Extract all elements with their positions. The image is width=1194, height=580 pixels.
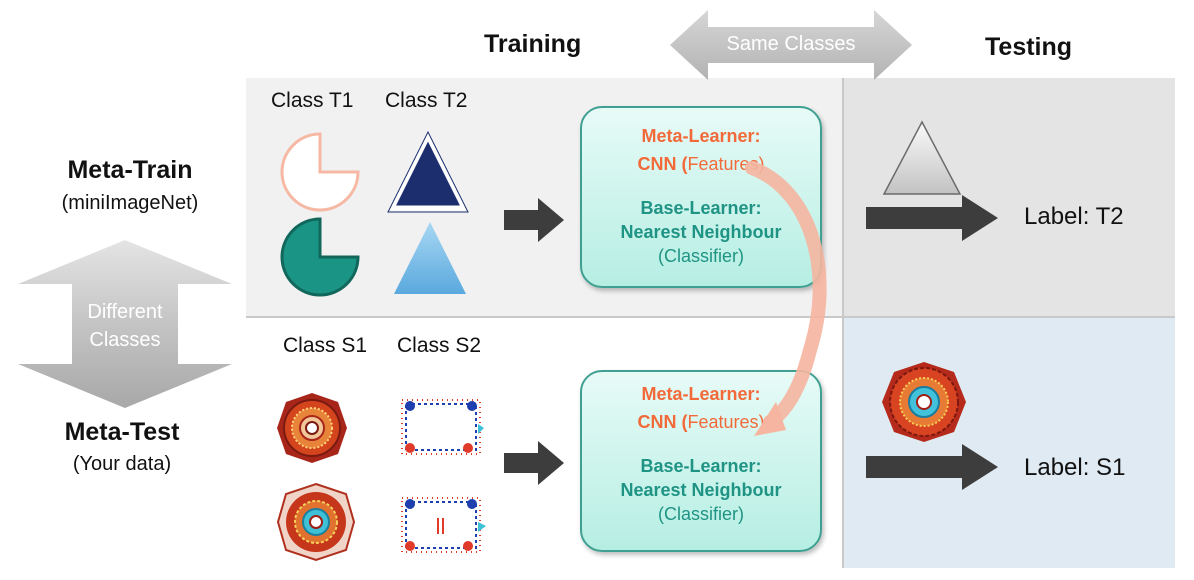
different-classes-line2: Classes: [89, 329, 161, 351]
test-detector-image: [882, 362, 966, 442]
meta-train-learner-box: Meta-Learner: CNN (Features) Base-Learne…: [580, 106, 822, 288]
meta-train-subtitle: (miniImageNet): [61, 192, 199, 214]
panel-divider: [246, 316, 1175, 318]
different-classes-line1: Different: [87, 301, 163, 323]
base-learner-label: Base-Learner:: [640, 198, 762, 218]
result-label-top: Label: T2: [1024, 203, 1124, 230]
cnn-label: CNN (: [637, 412, 688, 432]
features-label: Features): [687, 412, 765, 432]
column-divider: [842, 78, 844, 568]
result-label-bottom: Label: S1: [1024, 454, 1126, 481]
detector-image-s2-a: [401, 399, 484, 455]
arrow-to-bottom-learner: [504, 441, 564, 485]
testing-header: Testing: [985, 33, 1073, 61]
different-classes-label: Different Classes: [64, 298, 186, 354]
meta-test-title: Meta-Test: [64, 418, 180, 446]
detector-image-s1-a: [277, 393, 347, 463]
detector-image-s1-b: [276, 482, 356, 562]
training-header: Training: [484, 30, 582, 58]
base-learner-label: Base-Learner:: [640, 456, 762, 476]
triangle-lightblue-shape: [394, 222, 466, 294]
arrow-to-top-learner: [504, 198, 564, 242]
feature-transfer-arrow: [745, 161, 827, 436]
meta-test-subtitle: (Your data): [72, 453, 172, 475]
classifier-label: (Classifier): [657, 504, 744, 524]
meta-test-learner-box: Meta-Learner: CNN (Features) Base-Learne…: [580, 370, 822, 552]
pacman-teal-shape: [280, 217, 360, 297]
meta-train-testing-panel: [844, 78, 1175, 316]
nearest-neighbour-label: Nearest Neighbour: [620, 222, 782, 242]
class-t2-label: Class T2: [385, 89, 468, 112]
classifier-label: (Classifier): [657, 246, 744, 266]
cnn-label: CNN (: [637, 154, 688, 174]
test-triangle-shape: [882, 120, 962, 195]
meta-learner-label: Meta-Learner:: [641, 384, 761, 404]
same-classes-label: Same Classes: [726, 33, 856, 55]
arrow-to-label-top: [866, 195, 998, 241]
triangle-navy-shape: [387, 130, 469, 213]
meta-learner-label: Meta-Learner:: [641, 126, 761, 146]
class-s1-label: Class S1: [283, 334, 368, 357]
meta-train-title: Meta-Train: [67, 156, 193, 184]
same-classes-arrow: [670, 10, 912, 80]
different-classes-arrow: [18, 240, 232, 408]
class-t1-label: Class T1: [271, 89, 354, 112]
meta-test-testing-panel: [844, 318, 1175, 568]
nearest-neighbour-label: Nearest Neighbour: [620, 480, 782, 500]
pacman-outline-shape: [280, 132, 360, 212]
class-s2-label: Class S2: [397, 334, 482, 357]
detector-image-s2-b: [401, 497, 486, 553]
arrow-to-label-bottom: [866, 444, 998, 490]
